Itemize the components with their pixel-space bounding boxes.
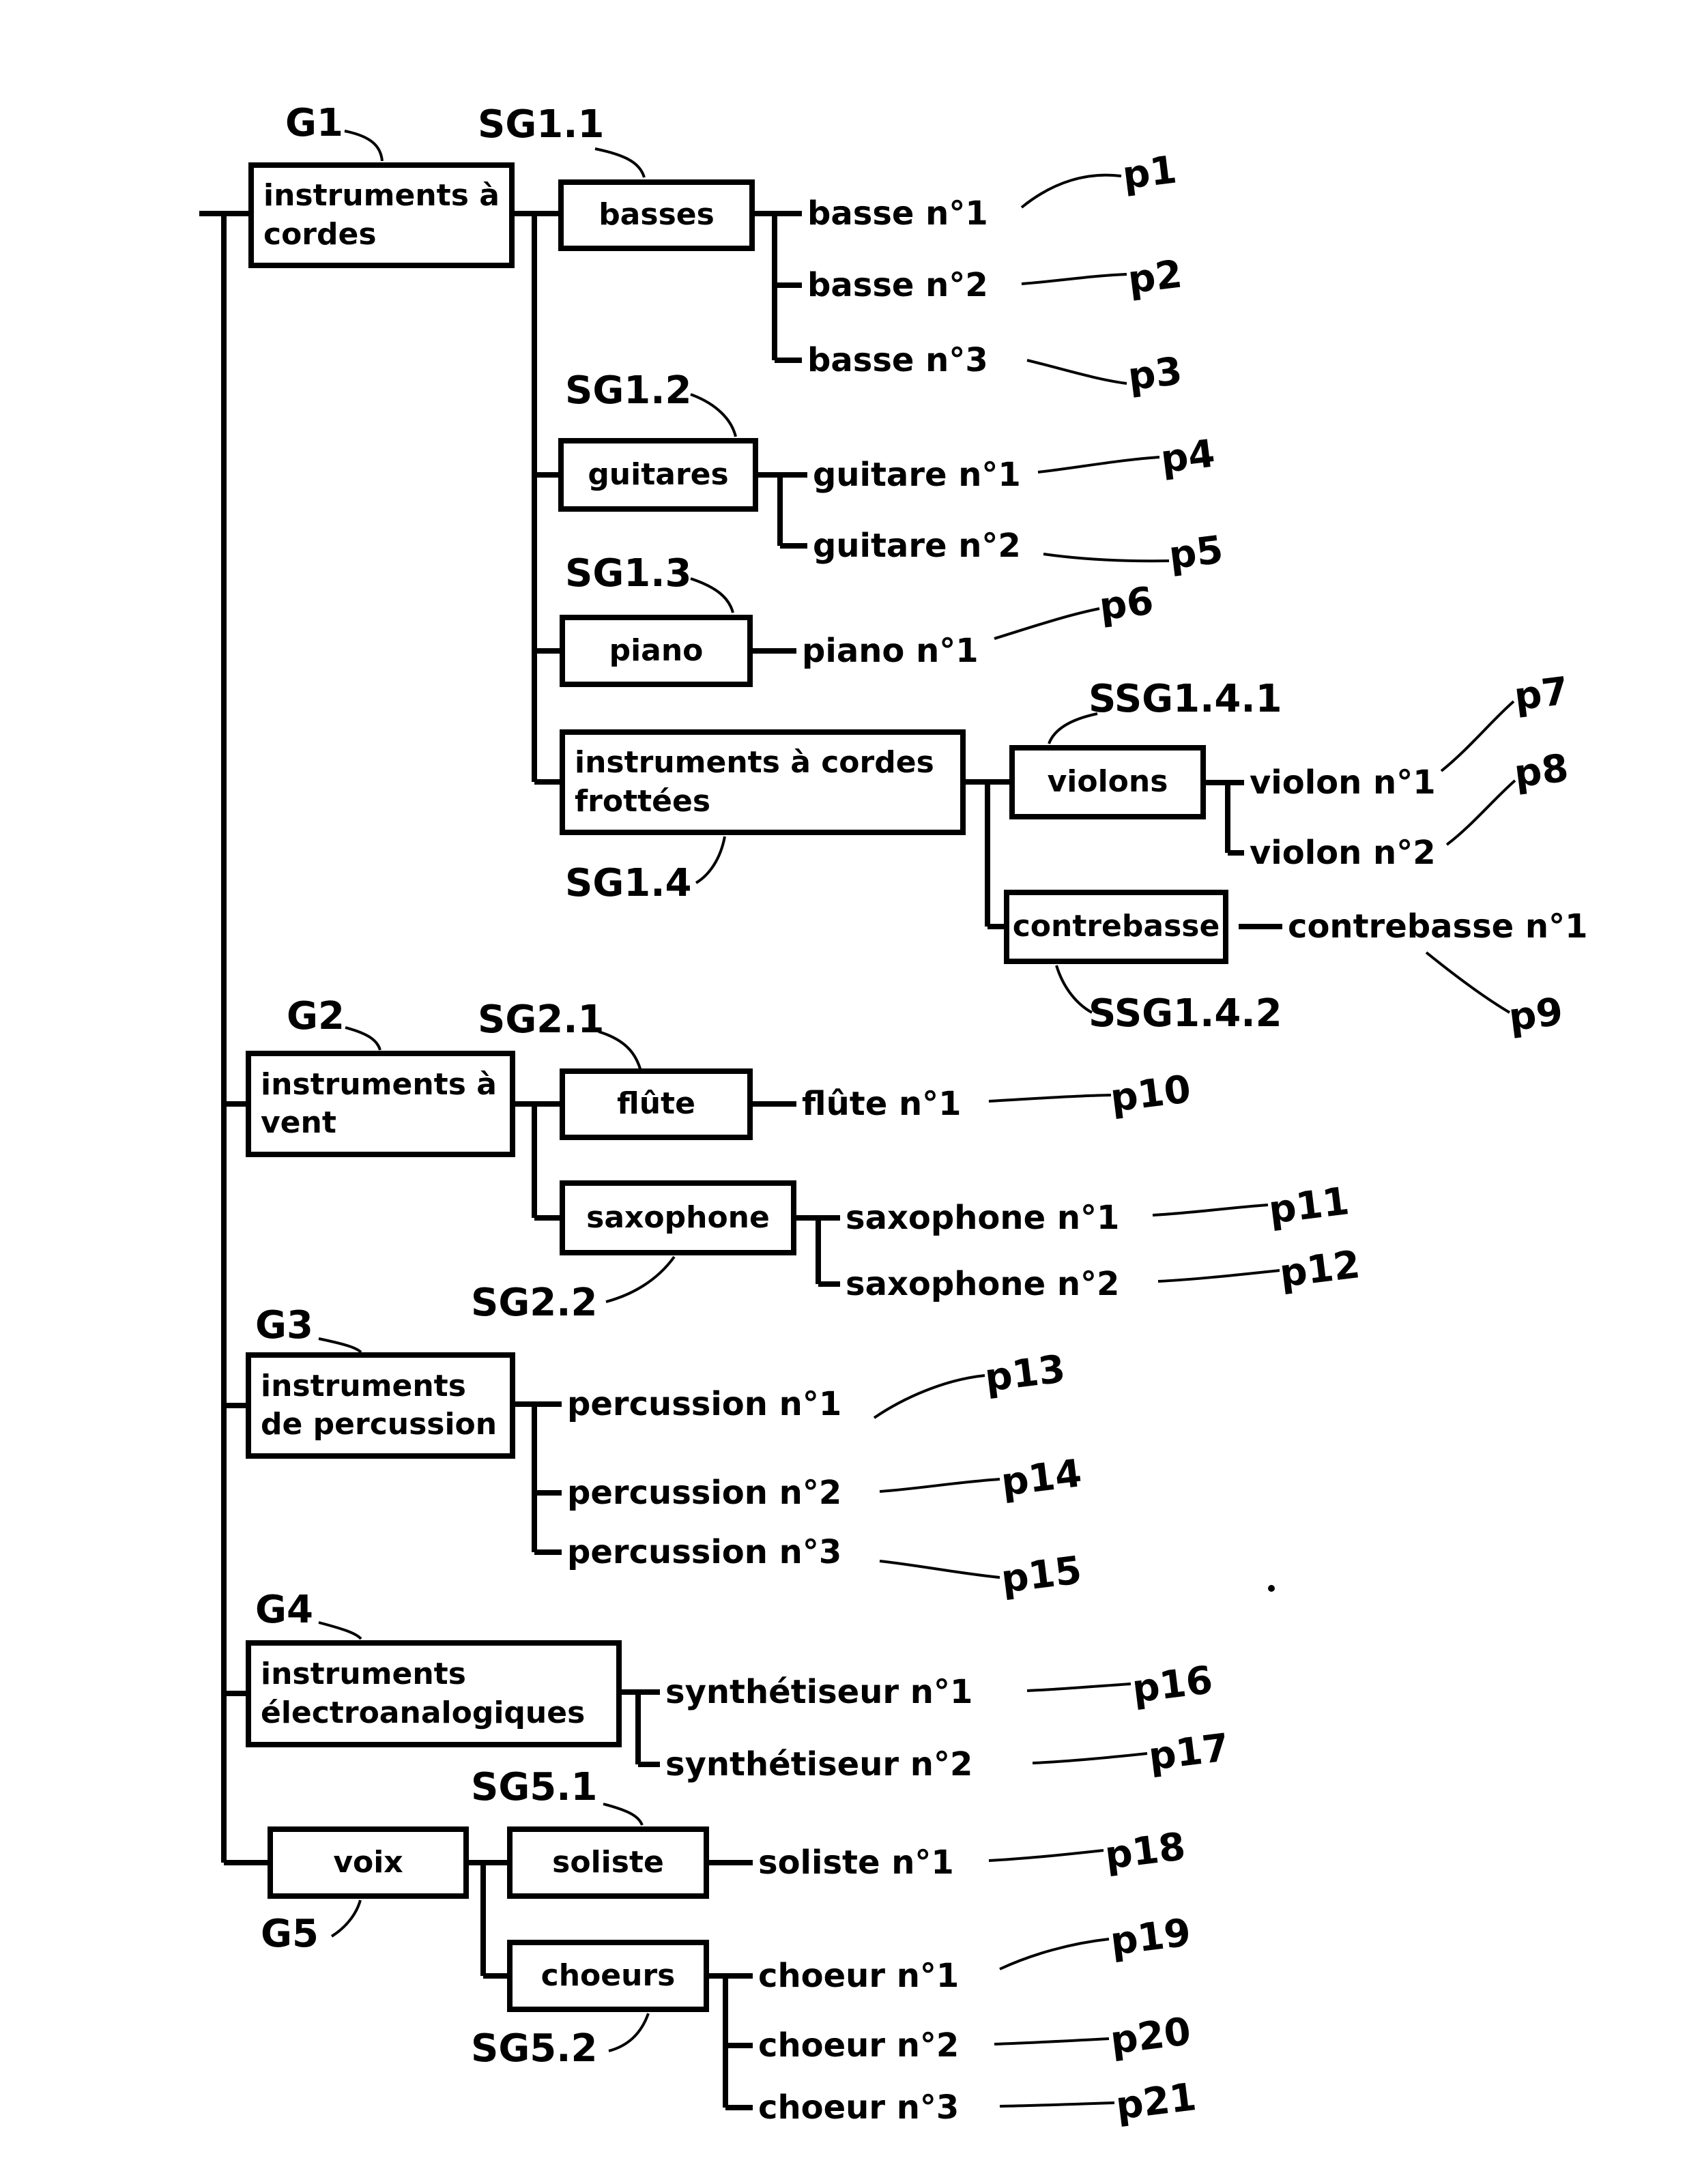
group-box-g2: instruments à vent — [246, 1051, 515, 1157]
ref-label-sg1-3: SG1.3 — [565, 551, 692, 596]
leaf-violon-1: violon n°1 — [1250, 763, 1436, 802]
group-box-g2-line2: vent — [261, 1105, 336, 1140]
group-box-g4-line2: électroanalogiques — [261, 1695, 586, 1730]
leaf-choeur-2: choeur n°2 — [758, 2026, 960, 2065]
group-box-g3-line2: de percussion — [261, 1407, 498, 1442]
subsubgroup-box-violons: violons — [1009, 745, 1206, 819]
subgroup-box-guitares: guitares — [558, 438, 758, 512]
ref-label-p8: p8 — [1512, 746, 1571, 797]
ref-label-g4: G4 — [255, 1588, 313, 1632]
ref-label-p1: p1 — [1120, 147, 1179, 199]
leaf-violon-2: violon n°2 — [1250, 834, 1436, 872]
leaf-basse-2: basse n°2 — [807, 266, 988, 304]
connector-lines — [199, 211, 1282, 2110]
leaf-piano-1: piano n°1 — [802, 632, 979, 670]
leaf-percussion-2: percussion n°2 — [567, 1474, 842, 1512]
leaf-percussion-3: percussion n°3 — [567, 1533, 842, 1571]
ref-label-g1: G1 — [285, 101, 343, 145]
group-box-g1: instruments à cordes — [248, 162, 515, 268]
group-box-g1-line1: instruments à — [263, 178, 500, 214]
subgroup-box-cordes-frottees-line2: frottées — [575, 783, 711, 819]
ref-label-p9: p9 — [1506, 989, 1566, 1040]
ref-label-ssg1-4-2: SSG1.4.2 — [1088, 991, 1282, 1036]
leaf-soliste-1: soliste n°1 — [758, 1844, 954, 1882]
leaf-synthetiseur-2: synthétiseur n°2 — [665, 1745, 973, 1783]
ref-label-p6: p6 — [1097, 579, 1156, 630]
group-box-g3: instruments de percussion — [246, 1352, 515, 1459]
subgroup-box-basses: basses — [558, 179, 755, 251]
leaf-synthetiseur-1: synthétiseur n°1 — [665, 1673, 973, 1711]
subgroup-box-flute-label: flûte — [617, 1086, 695, 1122]
group-box-voix: voix — [268, 1826, 469, 1899]
subsubgroup-box-contrebasse-label: contrebasse — [1012, 909, 1220, 944]
ref-label-g3: G3 — [255, 1303, 313, 1348]
leaf-saxophone-1: saxophone n°1 — [846, 1199, 1120, 1237]
subgroup-box-soliste: soliste — [507, 1826, 709, 1899]
subgroup-box-soliste-label: soliste — [552, 1844, 664, 1880]
subgroup-box-basses-label: basses — [599, 197, 715, 233]
subgroup-box-piano-label: piano — [609, 632, 704, 668]
ref-label-sg2-1: SG2.1 — [478, 998, 605, 1042]
leaf-guitare-1: guitare n°1 — [813, 456, 1021, 494]
group-box-g3-line1: instruments — [261, 1368, 466, 1403]
ref-label-sg5-2: SG5.2 — [471, 2026, 598, 2071]
ref-label-p5: p5 — [1166, 527, 1226, 579]
subgroup-box-saxophone: saxophone — [560, 1180, 796, 1255]
ref-label-g5: G5 — [261, 1912, 319, 1956]
leaf-percussion-1: percussion n°1 — [567, 1385, 842, 1423]
ref-label-sg1-2: SG1.2 — [565, 368, 692, 413]
leaf-basse-1: basse n°1 — [807, 194, 988, 233]
leader-curves — [318, 130, 1516, 2108]
subsubgroup-box-violons-label: violons — [1047, 764, 1168, 800]
subgroup-box-cordes-frottees-line1: instruments à cordes — [575, 745, 934, 781]
leaf-contrebasse-1: contrebasse n°1 — [1288, 907, 1588, 946]
ref-label-p7: p7 — [1512, 669, 1571, 720]
stray-dot — [1268, 1585, 1275, 1592]
subgroup-box-piano: piano — [560, 615, 753, 687]
ref-label-ssg1-4-1: SSG1.4.1 — [1088, 677, 1282, 721]
ref-label-sg1-1: SG1.1 — [478, 102, 605, 147]
group-box-voix-label: voix — [333, 1844, 403, 1880]
group-box-g2-line1: instruments à — [261, 1066, 497, 1102]
leaf-guitare-2: guitare n°2 — [813, 527, 1021, 565]
ref-label-p2: p2 — [1125, 252, 1185, 303]
ref-label-sg2-2: SG2.2 — [471, 1281, 598, 1325]
leaf-saxophone-2: saxophone n°2 — [846, 1265, 1120, 1303]
subgroup-box-guitares-label: guitares — [588, 456, 729, 492]
subgroup-box-choeurs-label: choeurs — [540, 1957, 676, 1993]
subgroup-box-cordes-frottees: instruments à cordes frottées — [560, 729, 966, 835]
subgroup-box-flute: flûte — [560, 1068, 753, 1140]
group-box-g4-line1: instruments — [261, 1657, 466, 1692]
subgroup-box-saxophone-label: saxophone — [586, 1199, 770, 1235]
ref-label-sg5-1: SG5.1 — [471, 1765, 598, 1809]
leaf-choeur-1: choeur n°1 — [758, 1957, 960, 1995]
ref-label-p3: p3 — [1125, 349, 1185, 400]
leaf-flute-1: flûte n°1 — [802, 1085, 962, 1123]
ref-label-sg1-4: SG1.4 — [565, 861, 692, 905]
subsubgroup-box-contrebasse: contrebasse — [1004, 890, 1228, 964]
group-box-g1-line2: cordes — [263, 216, 377, 252]
ref-label-p4: p4 — [1158, 431, 1217, 482]
leaf-basse-3: basse n°3 — [807, 341, 988, 379]
group-box-g4: instruments électroanalogiques — [246, 1640, 622, 1747]
ref-label-g2: G2 — [287, 994, 345, 1038]
subgroup-box-choeurs: choeurs — [507, 1940, 709, 2012]
leaf-choeur-3: choeur n°3 — [758, 2088, 960, 2127]
